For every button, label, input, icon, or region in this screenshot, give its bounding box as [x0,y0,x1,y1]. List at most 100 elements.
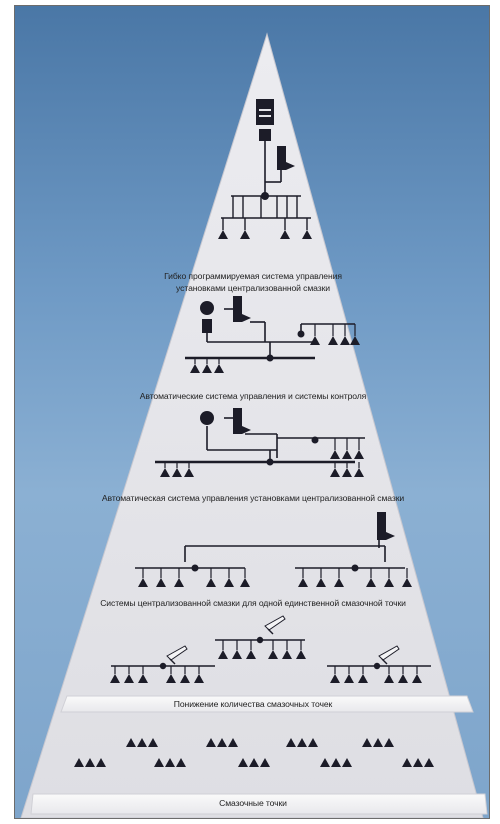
lubrication-point-icon [310,336,320,345]
grease-gun-icon [166,645,188,661]
lubrication-point-icon [384,674,394,683]
lubrication-point-icon [402,578,412,587]
lubrication-point-icon [398,674,408,683]
lubrication-point-icon [180,674,190,683]
lubrication-point-icon [340,336,350,345]
pump-unit-icon [377,512,386,540]
level-4-label: Системы централизованной смазки для одно… [100,598,406,608]
lubrication-point-icon [110,674,120,683]
lubrication-point-icon [246,650,256,659]
pyramid-svg [20,32,488,818]
lubrication-point-icon [354,468,364,477]
grease-gun-icon [264,615,286,631]
level-6-label: Смазочные точки [219,798,287,808]
lubrication-point-icon [137,738,147,747]
grease-gun-icon [378,645,400,661]
distributor-node-icon [373,662,381,670]
lubrication-point-icon [308,738,318,747]
pump-outlet-icon [386,532,395,540]
level-2-label: Автоматические система управления и сист… [139,391,367,401]
control-cabinet-detail [259,109,271,111]
lubrication-point-icon [296,650,306,659]
lubrication-point-icon [206,738,216,747]
lubrication-point-icon [328,336,338,345]
lubrication-point-icon [282,650,292,659]
pump-unit-icon [233,296,242,322]
pump-outlet-icon [286,162,295,170]
lubrication-point-icon [286,738,296,747]
pump-outlet-icon [242,314,251,322]
level-1-label: Гибко программируемая система управления… [15,270,489,294]
pyramid-diagram-frame: Гибко программируемая система управления… [14,5,490,819]
lubrication-point-icon [342,450,352,459]
lubrication-point-icon [280,230,290,239]
lubrication-point-icon [218,650,228,659]
lubrication-point-icon [354,450,364,459]
lubrication-point-icon [138,674,148,683]
band-reduction [60,695,474,713]
lubrication-point-icon [384,578,394,587]
lubrication-point-icon [320,758,330,767]
lubrication-point-icon [166,674,176,683]
lubrication-point-icon [214,364,224,373]
lubrication-point-icon [362,738,372,747]
lubrication-point-icon [260,758,270,767]
lubrication-point-icon [238,758,248,767]
lubrication-point-icon [249,758,259,767]
lubrication-point-icon [297,738,307,747]
lubrication-point-icon [176,758,186,767]
pump-unit-icon [277,146,286,170]
lubrication-point-icon [202,364,212,373]
control-cabinet-icon [259,129,271,141]
control-cabinet-detail [259,115,271,117]
lubrication-point-icon [148,738,158,747]
lubrication-point-icon [331,758,341,767]
lubrication-point-icon [190,364,200,373]
lubrication-point-icon [240,230,250,239]
lubrication-point-icon [424,758,434,767]
control-cabinet-icon [256,99,274,125]
lubrication-point-icon [174,578,184,587]
distributor-node-icon [159,662,167,670]
lubrication-point-icon [194,674,204,683]
lubrication-point-icon [156,578,166,587]
lubrication-point-icon [366,578,376,587]
lubrication-point-icon [402,758,412,767]
lubrication-point-icon [165,758,175,767]
lubrication-point-icon [172,468,182,477]
lubrication-point-icon [184,468,194,477]
lubrication-point-icon [350,336,360,345]
lubrication-point-icon [228,738,238,747]
lubrication-point-icon [160,468,170,477]
lubrication-point-icon [232,650,242,659]
diagram-icons [74,99,434,767]
lubrication-point-icon [316,578,326,587]
pump-unit-icon [233,408,242,434]
lubrication-point-icon [384,738,394,747]
lubrication-point-icon [206,578,216,587]
lubrication-point-icon [96,758,106,767]
pressure-gauge-icon [200,301,214,315]
level-1-label-line-2: установками централизованной смазки [176,283,330,293]
lubrication-point-icon [224,578,234,587]
pipe-line [381,658,388,665]
lubrication-point-icon [138,578,148,587]
lubrication-point-icon [302,230,312,239]
level-1-label-line-1: Гибко программируемая система управления [164,271,342,281]
pressure-gauge-icon [200,411,214,425]
lubrication-point-icon [74,758,84,767]
lubrication-point-icon [330,450,340,459]
lubrication-point-icon [412,674,422,683]
lubrication-point-icon [85,758,95,767]
lubrication-point-icon [126,738,136,747]
lubrication-point-icon [342,468,352,477]
level-5-label: Понижение количества смазочных точек [173,699,333,709]
lubrication-point-icon [358,674,368,683]
lubrication-point-icon [413,758,423,767]
lubrication-point-icon [373,738,383,747]
lubrication-point-icon [334,578,344,587]
lubrication-point-icon [154,758,164,767]
lubrication-point-icon [330,674,340,683]
distributor-node-icon [256,636,264,644]
lubrication-point-icon [330,468,340,477]
